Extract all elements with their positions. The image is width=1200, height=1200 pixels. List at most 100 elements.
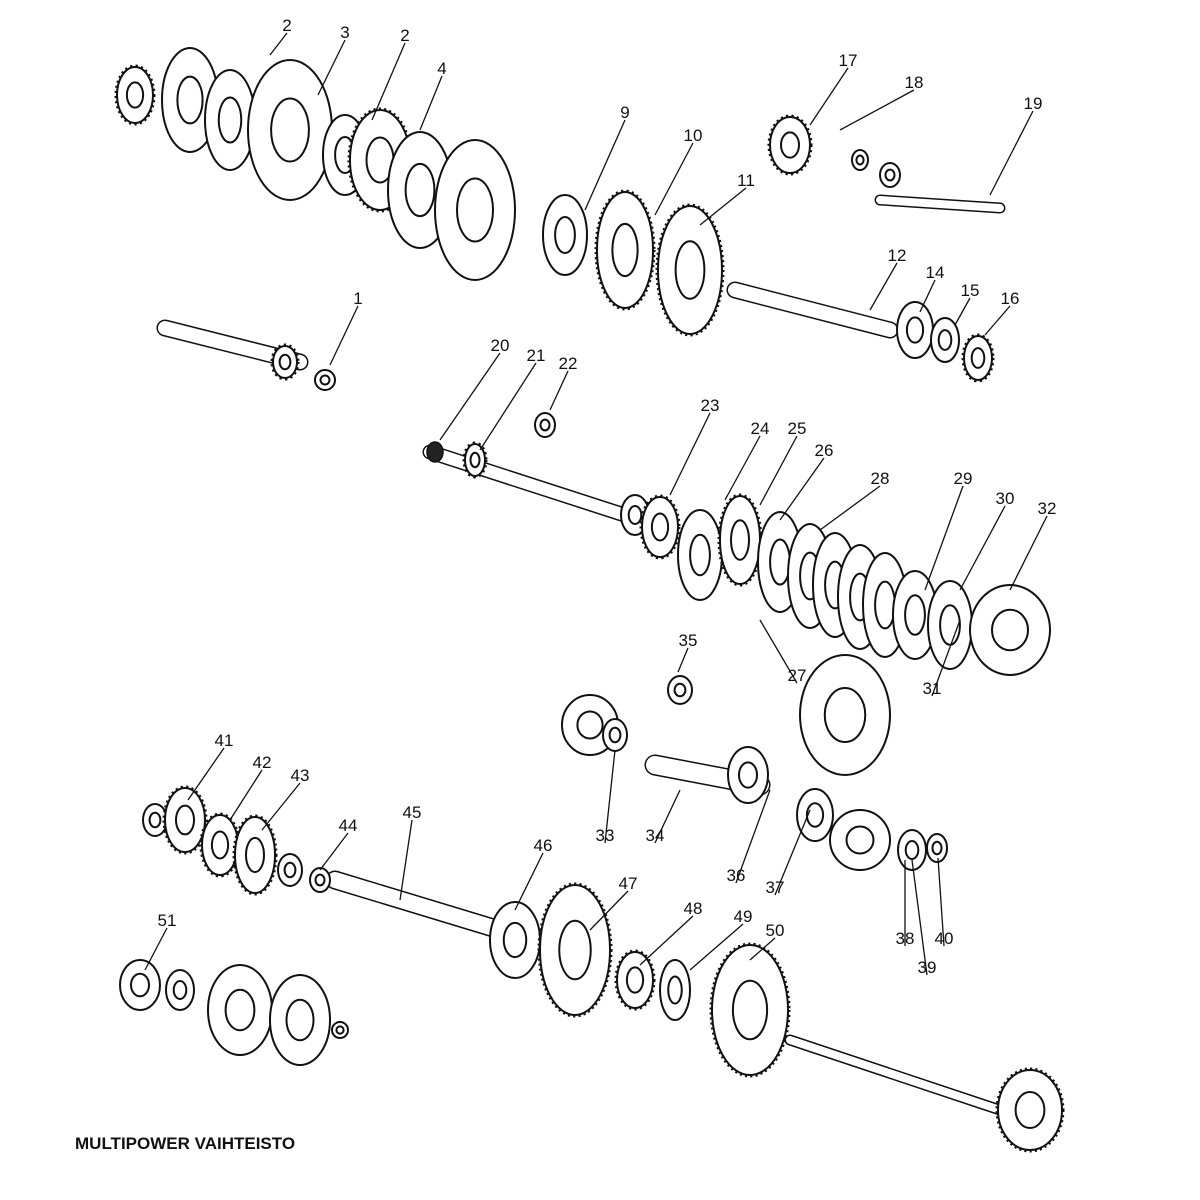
leader-line (931, 619, 961, 697)
part-number-label: 2 (282, 16, 291, 35)
part-number-label: 35 (679, 631, 698, 650)
part-number-label: 15 (961, 281, 980, 300)
leader-line (919, 279, 936, 313)
leader-line (589, 890, 629, 931)
part-number-label: 43 (291, 766, 310, 785)
disc (207, 964, 273, 1056)
leader-line (317, 39, 346, 96)
part-number-label: 38 (896, 929, 915, 948)
part-number-label: 4 (437, 59, 446, 78)
leader-line (869, 262, 898, 311)
part-number-label: 28 (871, 469, 890, 488)
bearing (426, 441, 444, 463)
leader-line (924, 485, 964, 591)
ring (892, 570, 938, 660)
leader-line (839, 89, 915, 131)
ring (204, 69, 256, 171)
part-number-label: 40 (935, 929, 954, 948)
leader-line (819, 485, 881, 531)
gear (767, 114, 813, 176)
gear (717, 493, 763, 587)
part-number-label: 34 (646, 826, 665, 845)
gear (270, 343, 300, 381)
gear (614, 949, 656, 1011)
part-number-label: 26 (815, 441, 834, 460)
part-number-label: 46 (534, 836, 553, 855)
part-number-label: 44 (339, 816, 358, 835)
part-number-label: 45 (403, 803, 422, 822)
leader-line (669, 412, 711, 496)
ring (851, 149, 869, 171)
part-number-label: 21 (527, 346, 546, 365)
gear (232, 814, 278, 896)
part-number-label: 51 (158, 911, 177, 930)
leader-line (759, 619, 798, 684)
parts-layer (114, 47, 1065, 1153)
part-number-label: 19 (1024, 94, 1043, 113)
part-number-label: 29 (954, 469, 973, 488)
leader-line (724, 435, 761, 501)
leader-line (774, 809, 811, 896)
part-number-label: 42 (253, 753, 272, 772)
leader-line (261, 782, 301, 831)
ring (142, 803, 168, 837)
ring (727, 746, 769, 804)
part-number-label: 2 (400, 26, 409, 45)
part-number-label: 50 (766, 921, 785, 940)
part-number-label: 47 (619, 874, 638, 893)
ring (165, 969, 195, 1011)
part-number-label: 18 (905, 73, 924, 92)
leader-line (959, 505, 1006, 591)
leader-line (954, 297, 971, 326)
leader-line (1009, 515, 1048, 591)
part-number-label: 32 (1038, 499, 1057, 518)
part-number-label: 11 (737, 171, 755, 190)
part-number-label: 48 (684, 899, 703, 918)
ring (796, 788, 834, 842)
part-number-label: 31 (923, 679, 942, 698)
leader-line (984, 305, 1011, 336)
part-number-label: 3 (340, 23, 349, 42)
leader-line (735, 789, 771, 884)
leader-line (419, 75, 443, 131)
leader-line (549, 370, 569, 411)
leader-line (699, 187, 747, 226)
gear (639, 494, 681, 560)
leader-line (989, 110, 1034, 196)
part-number-label: 24 (751, 419, 770, 438)
leader-lines-layer (144, 32, 1048, 976)
leader-line (749, 937, 776, 961)
leader-line (399, 819, 413, 901)
leader-line (187, 747, 225, 801)
disc (862, 552, 908, 658)
gear (162, 785, 208, 855)
leader-line (584, 119, 626, 211)
part-number-label: 49 (734, 907, 753, 926)
ring (896, 301, 934, 359)
disc (799, 654, 891, 776)
leader-line (479, 362, 537, 451)
disc (434, 139, 516, 281)
disc (247, 59, 333, 201)
gear (594, 189, 656, 311)
part-number-label: 41 (215, 731, 234, 750)
leader-line (269, 32, 288, 56)
leader-line (911, 859, 928, 976)
part-number-label: 14 (926, 263, 945, 282)
leader-line (759, 435, 798, 506)
ring (602, 718, 628, 752)
leader-line (937, 857, 945, 947)
part-number-label: 9 (620, 103, 629, 122)
gear (709, 942, 791, 1078)
leader-line (639, 915, 694, 966)
leader-line (329, 305, 359, 366)
leader-line (514, 852, 544, 911)
leader-line (677, 647, 689, 673)
leader-line (319, 832, 349, 871)
part-number-label: 23 (701, 396, 720, 415)
ring (677, 509, 723, 601)
part-number-label: 22 (559, 354, 578, 373)
gear (961, 333, 995, 383)
